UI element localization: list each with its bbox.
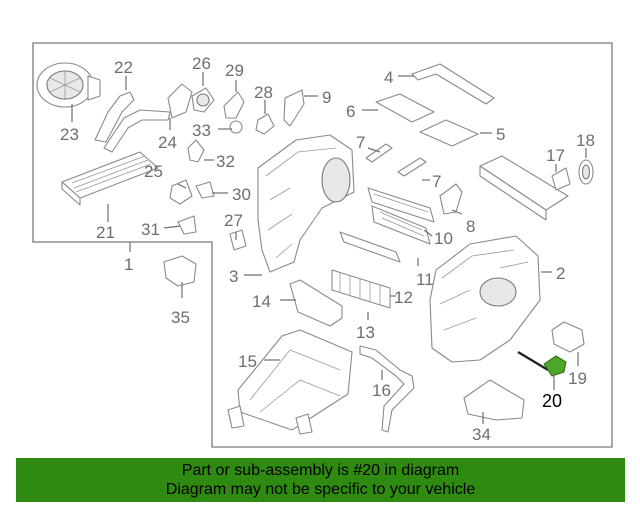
callout-24: 24 xyxy=(158,133,177,152)
callout-16: 16 xyxy=(372,381,391,400)
callout-17: 17 xyxy=(546,146,565,165)
case-right-part xyxy=(429,235,541,363)
callout-34: 34 xyxy=(472,425,491,444)
bracket-part-35 xyxy=(163,255,197,287)
callout-labels: 1 2 3 4 5 6 7 7 8 9 10 11 12 13 14 15 16… xyxy=(60,54,595,444)
callout-35: 35 xyxy=(171,308,190,327)
duct-part-34 xyxy=(463,379,525,421)
bracket-part xyxy=(439,183,463,215)
callout-3: 3 xyxy=(229,267,238,286)
callout-2: 2 xyxy=(556,264,565,283)
banner-line-2: Diagram may not be specific to your vehi… xyxy=(165,481,476,498)
callout-23: 23 xyxy=(60,125,79,144)
lower-case-part xyxy=(227,329,353,435)
callout-20: 20 xyxy=(542,391,562,411)
heater-core-part xyxy=(61,151,159,206)
banner-line-1: Part or sub-assembly is #20 in diagram xyxy=(181,462,460,479)
callout-1: 1 xyxy=(124,255,133,274)
evaporator-part xyxy=(479,155,594,221)
callout-27: 27 xyxy=(224,211,243,230)
highlighted-part-20 xyxy=(517,350,567,377)
callout-15: 15 xyxy=(238,352,257,371)
callout-19: 19 xyxy=(568,369,587,388)
drain-hose-part xyxy=(359,345,415,433)
callout-5: 5 xyxy=(496,125,505,144)
subassembly-frame-1 xyxy=(32,42,613,448)
callout-29: 29 xyxy=(225,61,244,80)
callout-10: 10 xyxy=(434,229,453,248)
info-banner: Part or sub-assembly is #20 in diagram D… xyxy=(16,458,625,502)
callout-9: 9 xyxy=(322,88,331,107)
actuator-parts xyxy=(167,83,305,251)
callout-32: 32 xyxy=(216,152,235,171)
air-filter-part xyxy=(331,269,391,309)
callout-7b: 7 xyxy=(432,172,441,191)
door-parts xyxy=(339,143,435,263)
callout-12: 12 xyxy=(394,288,413,307)
callout-11: 11 xyxy=(416,270,434,289)
callout-25: 25 xyxy=(144,162,163,181)
callout-14: 14 xyxy=(252,292,271,311)
callout-18: 18 xyxy=(576,131,595,150)
filter-cover-part xyxy=(289,279,343,327)
callout-33: 33 xyxy=(192,121,211,140)
callout-13: 13 xyxy=(356,323,375,342)
duct-part-19 xyxy=(551,321,585,353)
callout-26: 26 xyxy=(192,54,211,73)
callout-6: 6 xyxy=(346,102,355,121)
blower-motor-part xyxy=(36,62,101,108)
callout-4: 4 xyxy=(384,68,393,87)
callout-28: 28 xyxy=(254,83,273,102)
callout-21: 21 xyxy=(96,223,115,242)
leader-lines xyxy=(71,72,587,424)
callout-7a: 7 xyxy=(356,133,365,152)
callout-31: 31 xyxy=(141,220,160,239)
heater-pipe-part xyxy=(94,91,171,153)
case-left-part xyxy=(257,134,355,273)
callout-30: 30 xyxy=(232,185,251,204)
seal-parts xyxy=(375,63,495,147)
callout-8: 8 xyxy=(466,217,475,236)
callout-22: 22 xyxy=(114,58,133,77)
